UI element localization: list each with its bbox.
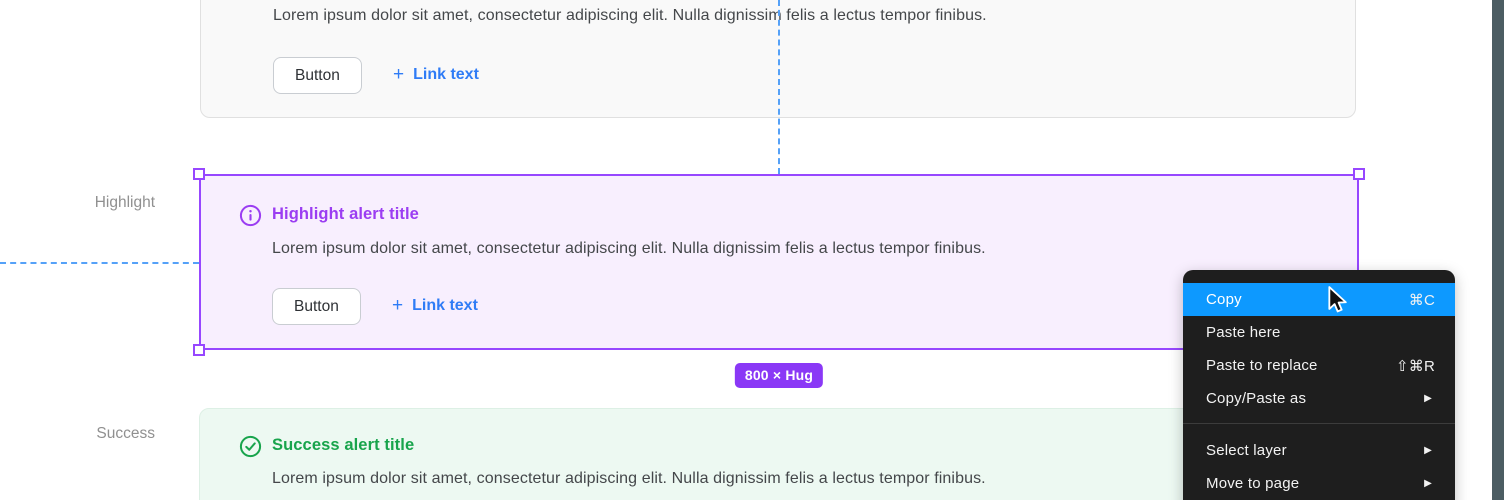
menu-item-label: Move to page bbox=[1206, 475, 1300, 492]
alert-card-highlight-selected[interactable]: Highlight alert title Lorem ipsum dolor … bbox=[199, 174, 1359, 350]
alert-button-label: Button bbox=[295, 66, 340, 84]
side-label-highlight: Highlight bbox=[94, 194, 155, 211]
alert-card-success[interactable]: Success alert title Lorem ipsum dolor si… bbox=[199, 408, 1359, 500]
submenu-arrow-icon: ▶ bbox=[1424, 393, 1432, 404]
selection-handle-bottom-left[interactable] bbox=[193, 344, 205, 356]
alert-title: Highlight alert title bbox=[272, 205, 419, 223]
menu-item-move-to-page[interactable]: Move to page ▶ bbox=[1183, 467, 1455, 500]
alert-button-label: Button bbox=[294, 297, 339, 315]
menu-item-label: Select layer bbox=[1206, 442, 1287, 459]
alert-link-label: Link text bbox=[413, 65, 479, 83]
menu-separator bbox=[1183, 423, 1455, 424]
menu-item-select-layer[interactable]: Select layer ▶ bbox=[1183, 434, 1455, 467]
menu-item-shortcut: ⌘C bbox=[1408, 291, 1435, 309]
menu-item-copy-paste-as[interactable]: Copy/Paste as ▶ bbox=[1183, 382, 1455, 415]
plus-icon: + bbox=[392, 295, 404, 316]
menu-item-paste-to-replace[interactable]: Paste to replace ⇧⌘R bbox=[1183, 349, 1455, 382]
alert-link-label: Link text bbox=[412, 296, 478, 314]
alert-body-text: Lorem ipsum dolor sit amet, consectetur … bbox=[272, 240, 986, 257]
size-badge: 800 × Hug bbox=[734, 363, 824, 388]
vertical-guide-line bbox=[778, 0, 780, 174]
menu-item-paste-here[interactable]: Paste here bbox=[1183, 316, 1455, 349]
alert-button[interactable]: Button bbox=[272, 288, 361, 325]
info-icon bbox=[239, 204, 262, 227]
menu-item-label: Paste here bbox=[1206, 324, 1281, 341]
alert-body-text: Lorem ipsum dolor sit amet, consectetur … bbox=[273, 7, 987, 24]
menu-item-label: Copy bbox=[1206, 291, 1242, 308]
context-menu: Copy ⌘C Paste here Paste to replace ⇧⌘R … bbox=[1183, 270, 1455, 500]
horizontal-guide-line bbox=[0, 262, 199, 264]
window-edge-strip bbox=[1492, 0, 1504, 500]
menu-item-copy[interactable]: Copy ⌘C bbox=[1183, 283, 1455, 316]
alert-link[interactable]: + Link text bbox=[392, 296, 478, 315]
menu-item-shortcut: ⇧⌘R bbox=[1395, 357, 1435, 375]
submenu-arrow-icon: ▶ bbox=[1424, 478, 1432, 489]
alert-link[interactable]: + Link text bbox=[393, 65, 479, 84]
alert-body-text: Lorem ipsum dolor sit amet, consectetur … bbox=[272, 470, 986, 487]
selection-handle-top-left[interactable] bbox=[193, 168, 205, 180]
menu-item-label: Copy/Paste as bbox=[1206, 390, 1307, 407]
alert-button[interactable]: Button bbox=[273, 57, 362, 94]
check-circle-icon bbox=[239, 435, 262, 458]
plus-icon: + bbox=[393, 64, 405, 85]
submenu-arrow-icon: ▶ bbox=[1424, 445, 1432, 456]
selection-handle-top-right[interactable] bbox=[1353, 168, 1365, 180]
side-label-success: Success bbox=[96, 425, 155, 442]
alert-title: Success alert title bbox=[272, 436, 415, 454]
menu-item-label: Paste to replace bbox=[1206, 357, 1318, 374]
